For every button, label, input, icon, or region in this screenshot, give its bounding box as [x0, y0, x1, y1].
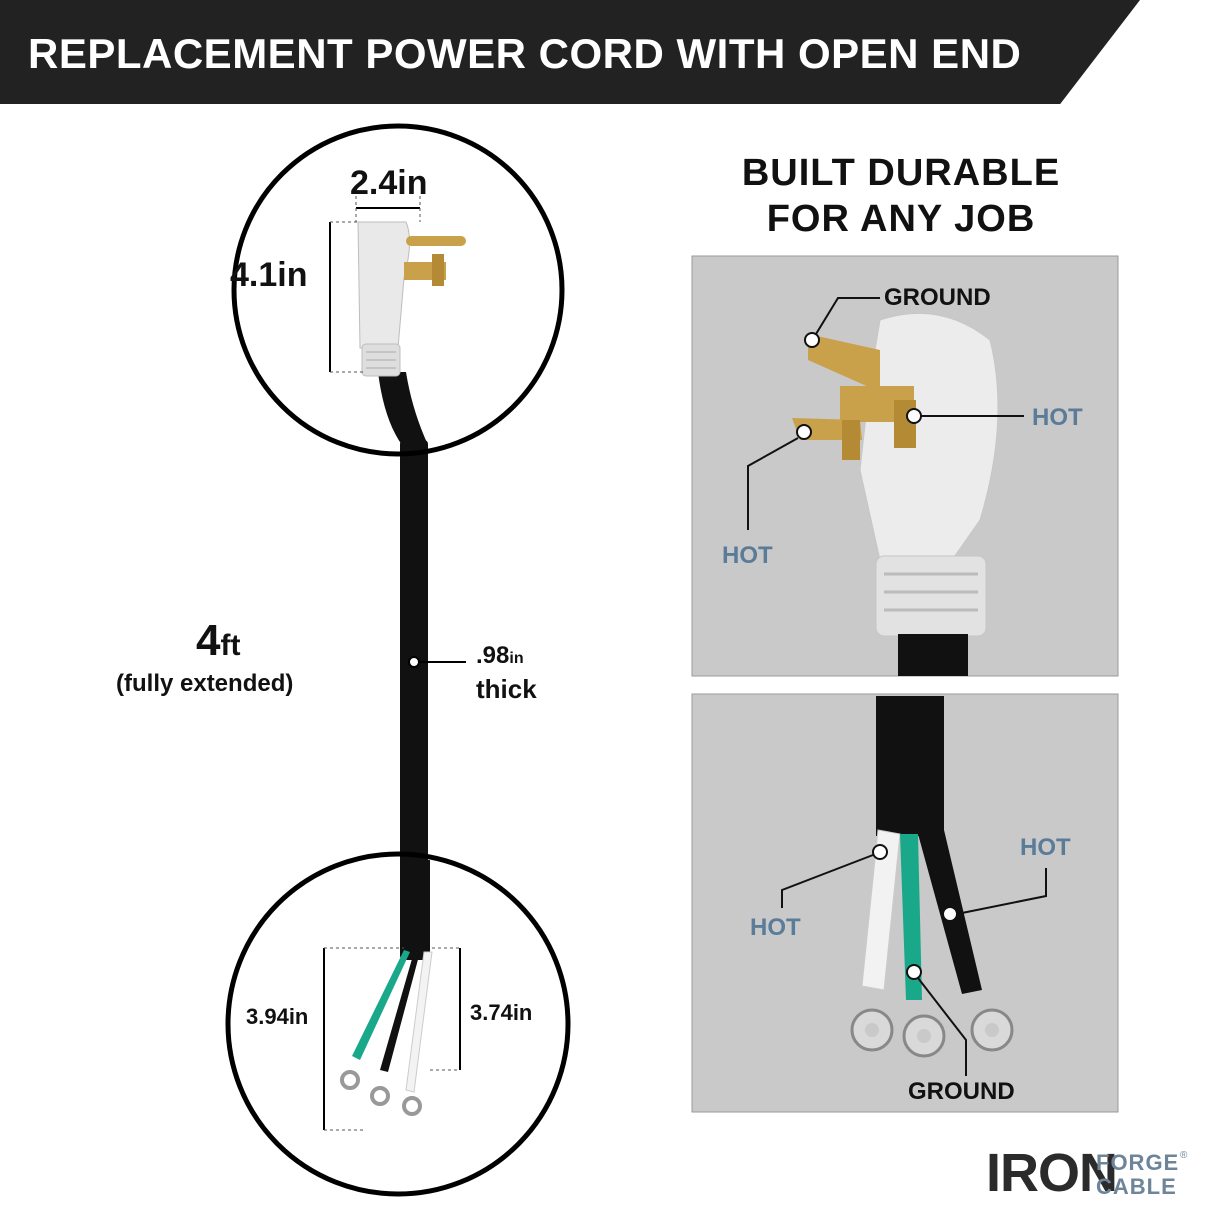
headline-line2: FOR ANY JOB: [766, 198, 1036, 240]
thickness-value: .98: [476, 642, 510, 669]
length-unit: ft: [220, 629, 241, 662]
plug-width-label: 2.4in: [350, 164, 428, 202]
bottom-zoom-circle: [225, 851, 571, 1197]
thickness-word: thick: [476, 674, 537, 704]
wire-ground-callout: GROUND: [908, 1078, 1015, 1105]
registered-mark: ®: [1180, 1150, 1188, 1161]
wire-hot-left-callout: HOT: [750, 914, 801, 941]
plug-hot-left-callout: HOT: [722, 542, 773, 569]
plug-illustration-small: [357, 221, 466, 377]
lead-right-length: 3.74in: [470, 1000, 533, 1025]
plug-height-label: 4.1in: [230, 256, 308, 294]
open-end-leads-small: [340, 860, 433, 1116]
length-note: (fully extended): [116, 670, 294, 697]
thickness-label: .98in: [476, 642, 524, 670]
top-zoom-circle: [231, 123, 565, 457]
lead-left-length: 3.94in: [246, 1004, 309, 1029]
cord-illustration: [378, 372, 428, 960]
brand-logo-forge: FORGE: [1096, 1150, 1180, 1175]
length-value: 4: [196, 616, 221, 665]
plug-ground-callout: GROUND: [884, 284, 991, 311]
plug-hot-right-callout: HOT: [1032, 404, 1083, 431]
banner-title: REPLACEMENT POWER CORD WITH OPEN END: [28, 30, 1022, 77]
title-banner: [0, 0, 1140, 104]
plug-closeup: [792, 312, 999, 676]
brand-logo-iron: IRON: [986, 1143, 1118, 1203]
thickness-unit: in: [509, 650, 524, 667]
headline-line1: BUILT DURABLE: [741, 152, 1061, 194]
length-label: 4ft: [196, 616, 240, 666]
brand-logo-cable: CABLE: [1096, 1174, 1177, 1199]
wire-hot-right-callout: HOT: [1020, 834, 1071, 861]
